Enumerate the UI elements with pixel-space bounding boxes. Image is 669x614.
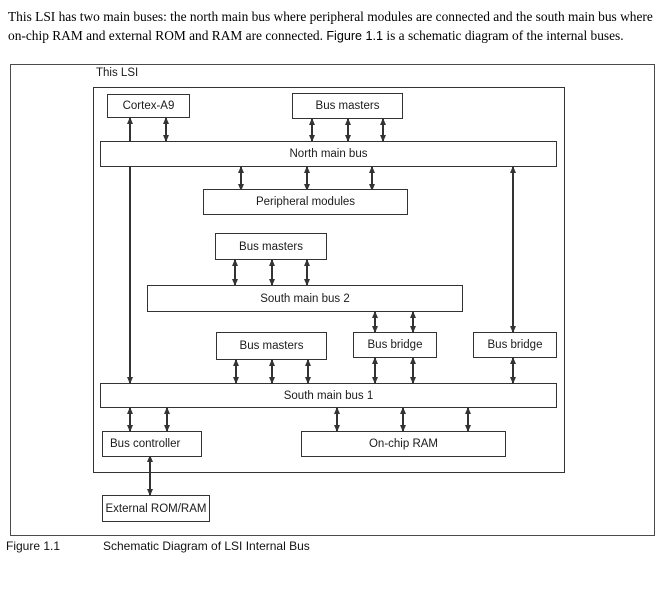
- arrow-busmasters-sbus2-2: [271, 260, 273, 285]
- arrow-busmasters-sbus2-3: [306, 260, 308, 285]
- node-bus-masters-south: Bus masters: [216, 332, 327, 360]
- node-on-chip-ram: On-chip RAM: [301, 431, 506, 457]
- arrow-busmasters-sbus1-1: [235, 360, 237, 383]
- node-bus-bridge-left: Bus bridge: [353, 332, 437, 358]
- figure-reference: Figure 1.1: [326, 29, 384, 43]
- arrow-north-to-peripheral-3: [371, 167, 373, 190]
- intro-line-2-pre: on-chip RAM and external ROM and RAM are…: [8, 28, 327, 43]
- arrow-sbus1-ram-1: [336, 408, 338, 431]
- intro-paragraph: This LSI has two main buses: the north m…: [8, 7, 653, 46]
- arrow-sbus1-controller-2: [166, 408, 168, 431]
- arrow-sbus1-ram-3: [467, 408, 469, 431]
- intro-line-2: on-chip RAM and external ROM and RAM are…: [8, 26, 653, 46]
- node-bus-masters-mid: Bus masters: [215, 233, 327, 260]
- figure-caption-title: Schematic Diagram of LSI Internal Bus: [103, 539, 310, 553]
- figure-caption-label: Figure 1.1: [6, 539, 61, 553]
- intro-line-1: This LSI has two main buses: the north m…: [8, 9, 653, 24]
- node-south-main-bus-1: South main bus 1: [100, 383, 557, 408]
- figure-frame: [10, 64, 655, 536]
- lsi-boundary-box: [93, 87, 565, 473]
- arrow-busmasters-north-2: [347, 119, 349, 141]
- node-north-main-bus: North main bus: [100, 141, 557, 167]
- node-bus-bridge-right: Bus bridge: [473, 332, 557, 358]
- arrow-bridge-left-sbus1-2: [412, 358, 414, 383]
- arrow-sbus2-to-bridge-left-2: [412, 312, 414, 332]
- node-bus-controller: Bus controller: [102, 431, 202, 457]
- node-south-main-bus-2: South main bus 2: [147, 285, 463, 312]
- intro-line-2-post: is a schematic diagram of the internal b…: [383, 28, 624, 43]
- figure-caption: Figure 1.1 Schematic Diagram of LSI Inter…: [6, 539, 310, 553]
- arrow-busmasters-sbus1-2: [271, 360, 273, 383]
- arrow-busmasters-north-3: [382, 119, 384, 141]
- node-bus-masters-north: Bus masters: [292, 93, 403, 119]
- node-peripheral-modules: Peripheral modules: [203, 189, 408, 215]
- arrow-bridge-left-sbus1-1: [374, 358, 376, 383]
- arrow-north-to-bridge-right: [512, 167, 514, 332]
- arrow-sbus1-ram-2: [402, 408, 404, 431]
- arrow-busmasters-sbus1-3: [307, 360, 309, 383]
- lsi-boundary-label: This LSI: [96, 67, 139, 79]
- arrow-busmasters-north-1: [311, 119, 313, 141]
- arrow-controller-external-ram: [149, 456, 151, 495]
- arrow-busmasters-sbus2-1: [234, 260, 236, 285]
- arrow-sbus2-to-bridge-left-1: [374, 312, 376, 332]
- arrow-north-to-peripheral-2: [306, 167, 308, 190]
- arrow-cortex-to-south-bus1: [129, 118, 131, 383]
- node-cortex-a9: Cortex-A9: [107, 94, 190, 118]
- arrow-cortex-to-north-bus: [165, 118, 167, 141]
- node-external-rom-ram: External ROM/RAM: [102, 495, 210, 522]
- arrow-north-to-peripheral-1: [240, 167, 242, 190]
- arrow-bridge-right-sbus1: [512, 358, 514, 383]
- arrow-sbus1-controller-1: [129, 408, 131, 431]
